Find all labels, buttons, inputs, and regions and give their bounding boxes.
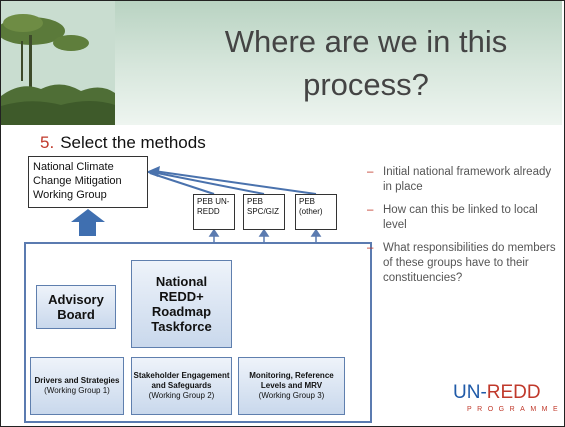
ncc-mitigation-group-box: National Climate Change Mitigation Worki… bbox=[28, 156, 148, 208]
peb1-to-ncc-line bbox=[149, 172, 215, 195]
step-text: Select the methods bbox=[60, 133, 206, 152]
bullet-list: –Initial national framework already in p… bbox=[367, 165, 557, 294]
ncc-arrowhead bbox=[146, 166, 160, 177]
peb-box-un-redd: PEB UN-REDD bbox=[193, 194, 235, 230]
un-redd-logo: UN-REDD bbox=[453, 382, 541, 403]
peb-box-spc-giz: PEB SPC/GIZ bbox=[243, 194, 285, 230]
big-up-arrow bbox=[71, 209, 105, 236]
wg3-title: Monitoring, Reference Levels and MRV bbox=[249, 371, 334, 390]
wg1-sub: (Working Group 1) bbox=[44, 386, 110, 395]
un-redd-programme-text: PROGRAMME bbox=[467, 406, 564, 413]
working-group-1-box: Drivers and Strategies (Working Group 1) bbox=[30, 357, 124, 415]
working-group-2-box: Stakeholder Engagement and Safeguards (W… bbox=[131, 357, 232, 415]
peb-box-other: PEB (other) bbox=[295, 194, 337, 230]
bullet-item: –Initial national framework already in p… bbox=[367, 166, 552, 193]
step-number: 5. bbox=[40, 133, 55, 152]
wg2-title: Stakeholder Engagement and Safeguards bbox=[133, 371, 230, 390]
step-heading: 5. Select the methods bbox=[40, 133, 206, 153]
bullet-item: –How can this be linked to local level bbox=[367, 204, 538, 231]
wg2-sub: (Working Group 2) bbox=[148, 391, 215, 400]
taskforce-box: National REDD+ Roadmap Taskforce bbox=[131, 260, 232, 348]
peb2-to-ncc-line bbox=[151, 171, 265, 195]
advisory-board-box: Advisory Board bbox=[36, 285, 116, 329]
wg3-sub: (Working Group 3) bbox=[258, 391, 325, 400]
rainforest-tree-image bbox=[1, 1, 115, 125]
wg1-title: Drivers and Strategies bbox=[34, 376, 120, 385]
slide-title: Where are we in this process? bbox=[224, 24, 508, 102]
working-group-3-box: Monitoring, Reference Levels and MRV (Wo… bbox=[238, 357, 345, 415]
peb3-to-ncc-line bbox=[153, 170, 317, 195]
bullet-item: –What responsibilities do members of the… bbox=[367, 242, 556, 284]
